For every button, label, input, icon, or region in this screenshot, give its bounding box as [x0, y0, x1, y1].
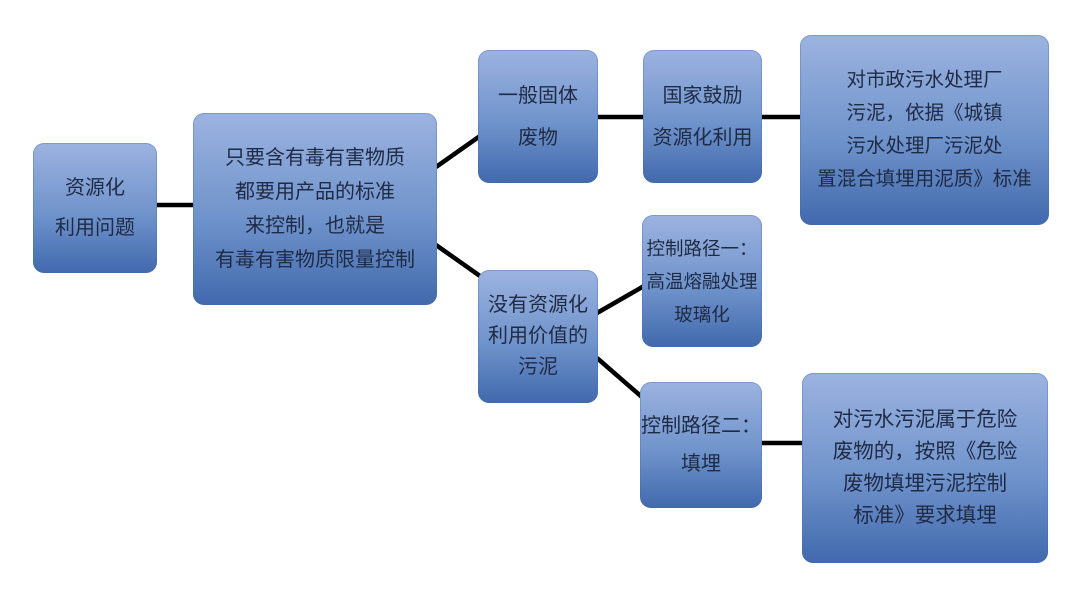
- node-municipal-sludge-standard: 对市政污水处理厂 污泥，依据《城镇 污水处理厂污泥处 置混合填埋用泥质》标准: [800, 35, 1049, 225]
- node-control-path-2-landfill: 控制路径二： 填埋: [640, 382, 762, 508]
- connector-principle-general: [434, 134, 482, 169]
- node-hazardous-waste-landfill-standard: 对污水污泥属于危险 废物的，按照《危险 废物填埋污泥控制 标准》要求填埋: [802, 373, 1048, 563]
- node-control-path-1-vitrification: 控制路径一： 高温熔融处理 玻璃化: [642, 215, 762, 347]
- node-toxic-limit-control-principle: 只要含有毒有害物质 都要用产品的标准 来控制，也就是 有毒有害物质限量控制: [193, 113, 437, 305]
- node-sludge-without-recycling-value: 没有资源化 利用价值的 污泥: [478, 270, 598, 403]
- node-state-encourages-recycling: 国家鼓励 资源化利用: [643, 50, 762, 183]
- node-resource-utilization-issue: 资源化 利用问题: [33, 143, 157, 273]
- connector-novalue-path1: [595, 284, 646, 315]
- node-general-solid-waste: 一般固体 废物: [478, 50, 598, 183]
- connector-novalue-path2: [595, 356, 645, 400]
- connector-principle-novalue: [434, 243, 482, 278]
